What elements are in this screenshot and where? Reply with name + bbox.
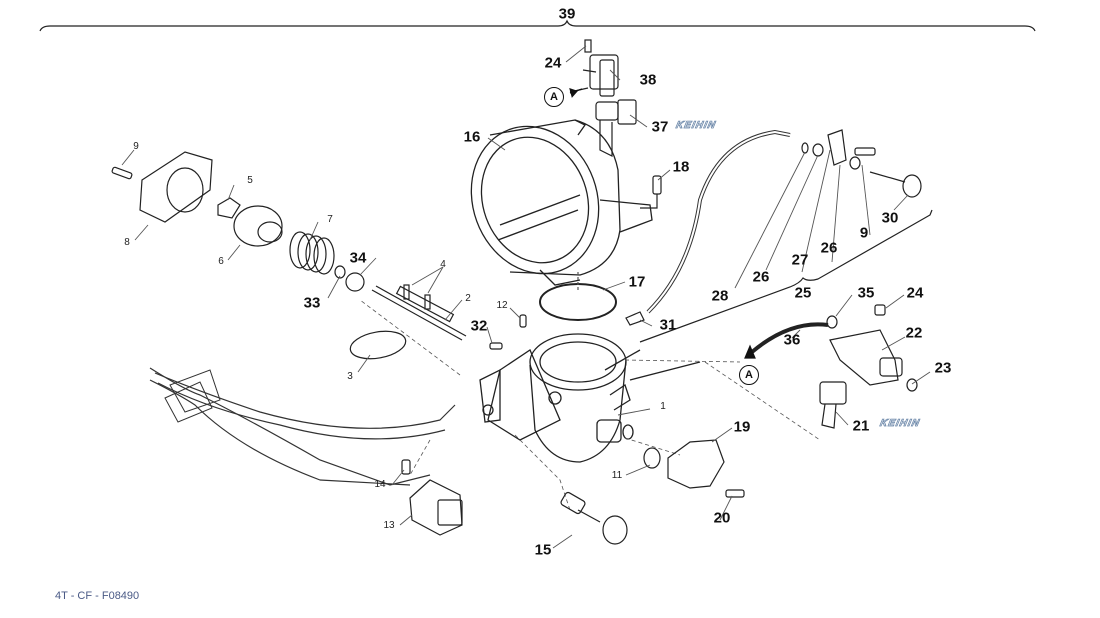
part-label-1: 1 — [660, 401, 666, 412]
callout-a-bottom: A — [739, 365, 759, 385]
group-bracket — [39, 19, 1036, 32]
ring-33 — [334, 265, 346, 279]
part-label-38: 38 — [639, 71, 657, 89]
part-label-21: 21 — [852, 417, 870, 435]
part-label-13: 13 — [383, 520, 395, 531]
diagram-title: 39 — [558, 5, 576, 23]
part-label-25: 25 — [794, 284, 812, 302]
subgroup-bracket — [639, 209, 933, 343]
part-label-24b: 24 — [906, 284, 924, 302]
sensor-13 — [401, 459, 463, 536]
tps-sensor-19 — [643, 439, 745, 498]
part-label-26a: 26 — [752, 268, 770, 286]
part-label-30: 30 — [881, 209, 899, 227]
part-label-9a: 9 — [133, 141, 139, 152]
screw-18 — [640, 175, 662, 209]
part-label-33: 33 — [303, 294, 321, 312]
part-label-37: 37 — [651, 118, 669, 136]
injector-21 — [819, 381, 847, 429]
brand-mark-bottom: KEIHIN — [878, 418, 922, 430]
screw-4a — [403, 284, 410, 300]
part-label-6: 6 — [218, 256, 224, 267]
sensor-parts-right — [801, 129, 922, 198]
part-label-22: 22 — [905, 324, 923, 342]
part-label-12: 12 — [496, 300, 508, 311]
spring-7 — [289, 231, 335, 275]
hose-36 — [750, 322, 829, 354]
callout-a-top: A — [544, 87, 564, 107]
part-label-18: 18 — [672, 158, 690, 176]
screw-12 — [519, 314, 527, 328]
cover-8 — [111, 151, 213, 223]
screw-4b — [424, 294, 431, 310]
sensor-15 — [560, 491, 628, 545]
shaft-2 — [371, 285, 467, 341]
part-label-26b: 26 — [820, 239, 838, 257]
part-label-23: 23 — [934, 359, 952, 377]
throttle-cables — [149, 367, 456, 486]
part-label-16: 16 — [463, 128, 481, 146]
diagram-code: 4T - CF - F08490 — [55, 590, 140, 602]
part-label-11: 11 — [611, 470, 623, 481]
part-label-35: 35 — [857, 284, 875, 302]
clip-35 — [826, 315, 838, 329]
brand-mark-top: KEIHIN — [674, 120, 718, 132]
bearing-34 — [345, 272, 365, 292]
throttle-body-16 — [470, 119, 653, 286]
throttle-body-lower-1 — [479, 333, 701, 463]
part-label-20: 20 — [713, 509, 731, 527]
part-label-34: 34 — [349, 249, 367, 267]
part-31 — [625, 311, 645, 326]
part-label-36: 36 — [783, 331, 801, 349]
part-label-7: 7 — [327, 214, 333, 225]
injector-assembly — [569, 39, 637, 157]
part-5 — [217, 197, 241, 219]
clip-23 — [906, 378, 918, 392]
part-label-32: 32 — [470, 317, 488, 335]
drum-6 — [233, 205, 283, 247]
part-label-17: 17 — [628, 273, 646, 291]
fuel-rail-22 — [829, 304, 903, 386]
part-label-8: 8 — [124, 237, 130, 248]
disc-3 — [349, 330, 407, 360]
part-label-31: 31 — [659, 316, 677, 334]
part-label-5: 5 — [247, 175, 253, 186]
part-label-14: 14 — [374, 479, 386, 490]
part-label-4: 4 — [440, 259, 446, 270]
part-label-27: 27 — [791, 251, 809, 269]
screw-32 — [489, 342, 503, 350]
part-label-19: 19 — [733, 418, 751, 436]
part-label-3: 3 — [347, 371, 353, 382]
part-label-24a: 24 — [544, 54, 562, 72]
part-label-15: 15 — [534, 541, 552, 559]
part-label-28: 28 — [711, 287, 729, 305]
part-label-9b: 9 — [859, 224, 869, 242]
part-label-2: 2 — [465, 293, 471, 304]
